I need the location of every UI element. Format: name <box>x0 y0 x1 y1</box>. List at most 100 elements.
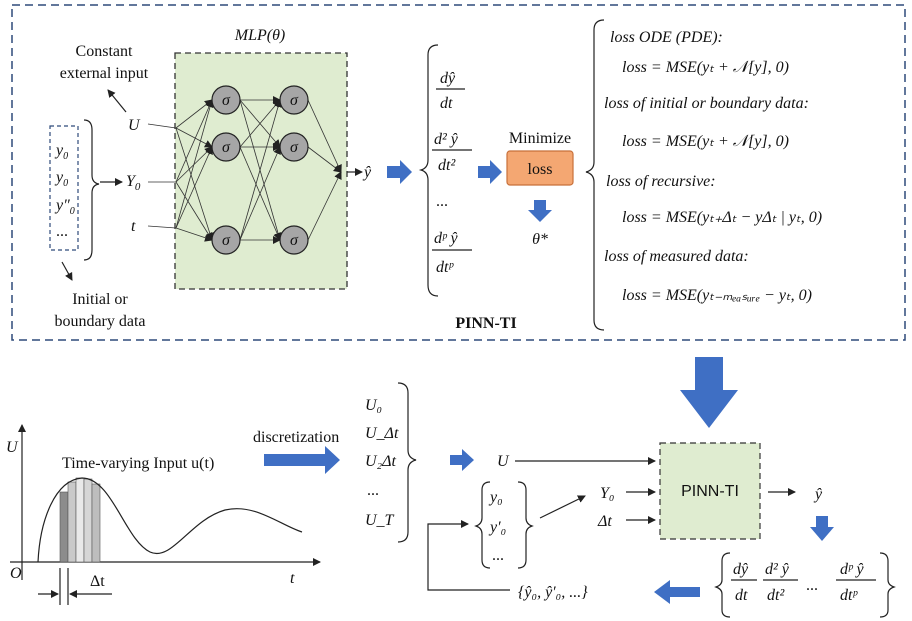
u-item: U_T <box>365 512 395 529</box>
sigma-label: σ <box>222 232 231 249</box>
blue-arrow-to-derivatives <box>387 160 412 184</box>
time-varying-input: Time-varying Input u(t) <box>62 455 214 472</box>
u-item: U_Δt <box>365 425 399 442</box>
sigma-label: σ <box>222 139 231 156</box>
mlp-edge <box>175 181 213 241</box>
blue-arrow-to-theta <box>528 200 552 222</box>
sigma-node <box>211 85 241 115</box>
sigma-node <box>279 225 309 255</box>
deriv-set: dŷ dt d² ŷ dt² ... dᵖ ŷ dtᵖ <box>731 561 876 604</box>
sigma-label: σ <box>290 232 299 249</box>
loss-box[interactable] <box>506 150 574 186</box>
input-line <box>147 123 177 129</box>
sigma-node <box>211 132 241 162</box>
loss-formula: loss = MSE(yₜ + 𝒩[y], 0) <box>622 133 789 150</box>
deriv-num: d² ŷ <box>434 131 459 148</box>
vector-item: y″0 <box>54 197 75 217</box>
input-line <box>147 225 177 229</box>
vector-item: y0 <box>54 142 68 162</box>
init-to-y0-arrow <box>539 495 586 519</box>
bar <box>91 483 101 563</box>
deriv-num: dᵖ ŷ <box>434 230 459 247</box>
init-vec-left-brace <box>474 481 491 569</box>
blue-arrow-to-u <box>450 449 474 471</box>
mlp-edge <box>175 127 214 241</box>
constant-label-1: Constant <box>76 43 133 60</box>
init-vec-item: y₀ <box>488 489 503 506</box>
mlp-edge <box>307 146 342 173</box>
u-output: U <box>497 453 510 470</box>
mlp-edge <box>175 146 213 229</box>
vector-item: ... <box>56 223 68 240</box>
sigma-label: σ <box>290 92 299 109</box>
derivative-list: dŷ dt d² ŷ dt² ... dᵖ ŷ dtᵖ <box>432 70 472 276</box>
blue-arrow-to-loss <box>478 160 502 184</box>
loss-list: loss ODE (PDE): loss = MSE(yₜ + 𝒩[y], 0)… <box>604 29 822 304</box>
init-vec-item: y′₀ <box>488 519 506 536</box>
blue-arrow-down-to-derivs <box>810 516 834 541</box>
deriv-ellipsis: ... <box>436 193 448 210</box>
input-u: U <box>128 117 141 134</box>
dset-num: d² ŷ <box>765 561 790 578</box>
initial-label-1: Initial or <box>72 291 128 308</box>
mlp-title: MLP(θ) <box>234 27 286 44</box>
bar <box>83 478 93 563</box>
initial-pointer <box>61 261 73 281</box>
axis-u: U <box>6 439 19 456</box>
sigma-label: σ <box>222 92 231 109</box>
dset-den: dtᵖ <box>840 587 858 604</box>
top-frame <box>11 4 906 341</box>
input-y0: Y0 <box>126 173 141 193</box>
mlp-edge <box>175 99 213 183</box>
mlp-edge <box>239 99 282 241</box>
axis-t: t <box>290 570 295 587</box>
delta-t-label: Δt <box>90 573 105 590</box>
init-vec-right-brace <box>517 481 534 569</box>
deriv-set-right-brace <box>879 552 896 618</box>
dset-num: dᵖ ŷ <box>840 561 865 578</box>
mlp-edge <box>239 146 281 241</box>
minimize-label: Minimize <box>509 130 571 147</box>
sigma-node <box>279 132 309 162</box>
u-brace <box>397 382 417 543</box>
feedback-loop <box>427 520 510 591</box>
initial-vector-box <box>49 125 79 251</box>
loss-formula: loss = MSE(yₜ₋ₘₑₐₛᵤᵣₑ − yₜ, 0) <box>622 287 812 304</box>
u-item: U₂Δt <box>365 453 397 470</box>
mlp-edge <box>239 99 281 148</box>
bar <box>75 477 85 563</box>
input-t: t <box>131 218 136 235</box>
derivative-brace <box>418 44 439 297</box>
pinn-ti-box-label: PINN-TI <box>681 483 739 500</box>
blue-arrow-feedback <box>654 580 700 604</box>
vector-item: y0 <box>54 169 68 189</box>
u-list: U₀ U_Δt U₂Δt ... U_T <box>365 397 399 529</box>
loss-formula: loss = MSE(yₜ₊Δₜ − yΔₜ | yₜ, 0) <box>622 209 822 226</box>
u-item: ... <box>367 482 379 499</box>
dt-label: Δt <box>597 513 612 530</box>
loss-heading: loss of recursive: <box>606 173 716 190</box>
u-item: U₀ <box>365 397 382 414</box>
blue-arrow-discretization <box>264 446 340 474</box>
dset-num: dŷ <box>733 561 749 578</box>
mlp-edge <box>175 99 214 229</box>
mlp-box <box>174 52 348 290</box>
input-curve <box>37 477 303 563</box>
feedback-set: {ŷ₀, ŷ′₀, ...} <box>518 584 588 601</box>
loss-brace <box>585 19 605 331</box>
sigma-node <box>211 225 241 255</box>
loss-heading: loss of initial or boundary data: <box>604 95 809 112</box>
mlp-edge <box>307 171 342 241</box>
discretization-bars <box>59 477 101 563</box>
theta-star: θ* <box>532 231 548 248</box>
constant-label-2: external input <box>60 65 149 82</box>
mlp-edge <box>175 127 213 148</box>
sigma-label: σ <box>290 139 299 156</box>
dset-den: dt² <box>767 587 785 604</box>
deriv-den: dtᵖ <box>436 259 454 276</box>
init-vec-item: ... <box>492 547 504 564</box>
initial-vector-items: y0 y0 y″0 ... <box>54 142 75 240</box>
origin: O <box>10 565 22 582</box>
deriv-set-left-brace <box>714 552 731 618</box>
